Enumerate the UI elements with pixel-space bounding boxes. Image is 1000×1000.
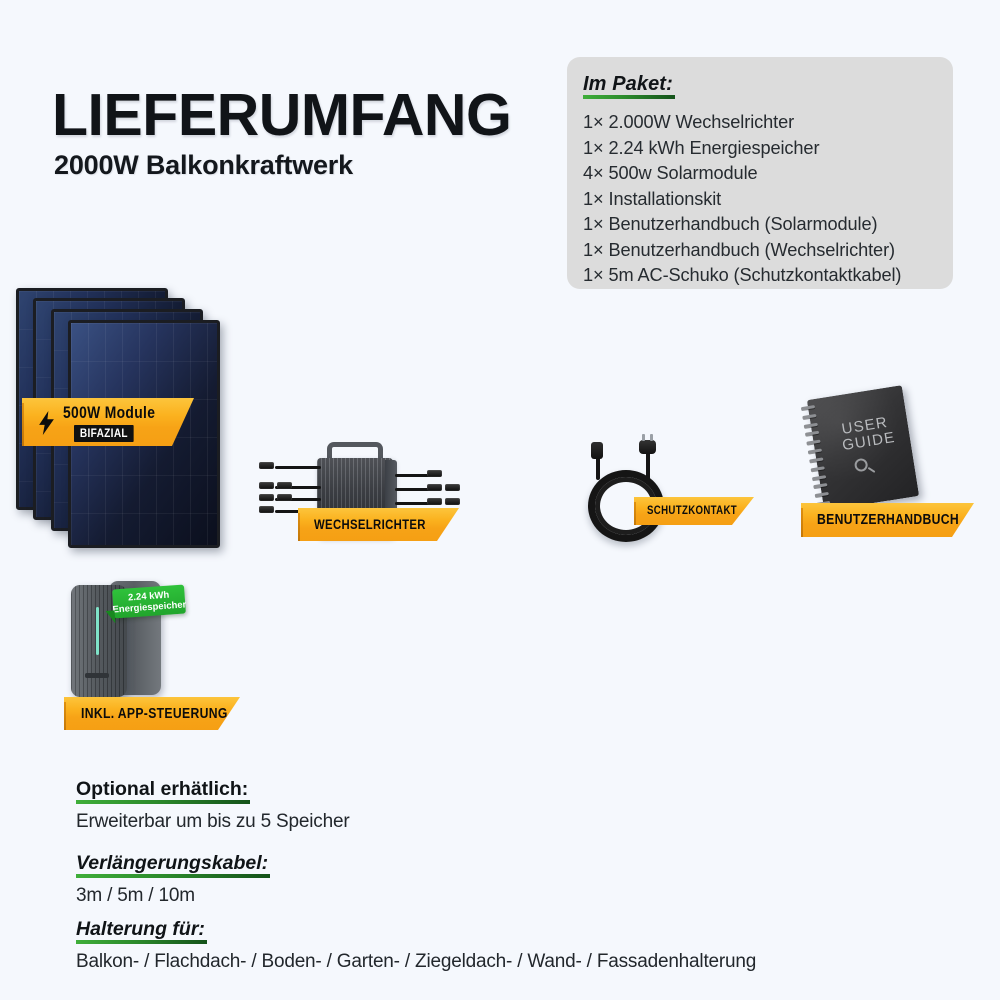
mc4-connector-icon bbox=[259, 482, 274, 489]
spiral-ring bbox=[809, 457, 824, 463]
spiral-binding bbox=[800, 405, 831, 506]
spiral-ring bbox=[803, 422, 818, 428]
list-item: 1× 2.24 kWh Energiespeicher bbox=[583, 137, 820, 158]
solar-panel-ribbon-sublabel: BIFAZIAL bbox=[74, 425, 134, 442]
lightning-bolt-icon bbox=[38, 411, 55, 435]
extension-cable-heading: Verlängerungskabel: bbox=[76, 852, 271, 878]
mc4-connector-icon bbox=[259, 506, 274, 513]
spiral-ring bbox=[807, 448, 823, 454]
inverter-cable bbox=[395, 488, 439, 491]
inverter-cable bbox=[395, 502, 439, 505]
mounting-section: Halterung für: Balkon- / Flachdach- / Bo… bbox=[76, 918, 756, 973]
notebook-cover: USER GUIDE bbox=[800, 385, 920, 511]
plug-prong bbox=[650, 434, 653, 441]
optional-section: Optional erhätlich: Erweiterbar um bis z… bbox=[76, 778, 350, 833]
mounting-heading: Halterung für: bbox=[76, 918, 207, 944]
cable-lead bbox=[596, 456, 600, 480]
battery-ribbon-label: INKL. APP-STEUERUNG bbox=[81, 705, 228, 722]
inverter-cable bbox=[395, 474, 439, 477]
page-title: LIEFERUMFANG bbox=[52, 82, 512, 148]
battery-led-indicator bbox=[96, 607, 99, 655]
plug-prong bbox=[642, 434, 645, 441]
optional-section-body: Erweiterbar um bis zu 5 Speicher bbox=[76, 811, 350, 832]
cable-ribbon: SCHUTZKONTAKT bbox=[634, 497, 754, 525]
inverter-cable bbox=[275, 486, 321, 489]
battery-ribbon: INKL. APP-STEUERUNG bbox=[64, 697, 240, 730]
spiral-ring bbox=[811, 474, 827, 480]
list-item: 1× Installationskit bbox=[583, 188, 722, 209]
battery-storage-image: 2.24 kWh Energiespeicher bbox=[65, 575, 200, 710]
spiral-ring bbox=[804, 431, 820, 437]
solar-panel-ribbon-label: 500W Module bbox=[63, 404, 156, 422]
optional-section-heading: Optional erhätlich: bbox=[76, 778, 251, 804]
extension-cable-section: Verlängerungskabel: 3m / 5m / 10m bbox=[76, 852, 271, 907]
inverter-ribbon-label: WECHSELRICHTER bbox=[314, 517, 426, 532]
package-contents-list: 1× 2.000W Wechselrichter 1× 2.24 kWh Ene… bbox=[583, 110, 935, 289]
iec-plug-icon bbox=[591, 442, 603, 459]
solar-panel-ribbon: 500W Module BIFAZIAL bbox=[22, 398, 194, 446]
list-item: 1× 5m AC-Schuko (Schutzkontaktkabel) bbox=[583, 265, 902, 285]
cable-lead bbox=[646, 452, 650, 484]
package-contents-heading: Im Paket: bbox=[583, 73, 675, 103]
mc4-connector-icon bbox=[259, 494, 274, 501]
battery-badge-line2: Energiespeicher bbox=[112, 598, 187, 616]
mc4-connector-icon bbox=[427, 498, 442, 505]
spiral-ring bbox=[802, 413, 817, 419]
schuko-plug-icon bbox=[639, 434, 656, 454]
inverter-handle bbox=[327, 442, 383, 462]
mc4-connector-icon bbox=[277, 494, 292, 501]
spiral-ring bbox=[810, 465, 825, 472]
manual-ribbon: BENUTZERHANDBUCH bbox=[801, 503, 974, 537]
extension-cable-body: 3m / 5m / 10m bbox=[76, 885, 195, 906]
page-subtitle: 2000W Balkonkraftwerk bbox=[54, 150, 353, 180]
inverter-cable bbox=[275, 498, 321, 501]
list-item: 1× 2.000W Wechselrichter bbox=[583, 112, 795, 132]
package-contents-box: Im Paket: 1× 2.000W Wechselrichter 1× 2.… bbox=[567, 57, 953, 289]
inverter-cable bbox=[275, 466, 321, 469]
cable-ribbon-label: SCHUTZKONTAKT bbox=[647, 505, 738, 517]
mc4-connector-icon bbox=[259, 462, 274, 469]
spiral-ring bbox=[814, 492, 829, 498]
mc4-connector-icon bbox=[427, 484, 442, 491]
mc4-connector-icon bbox=[445, 484, 460, 491]
list-item: 1× Benutzerhandbuch (Solarmodule) bbox=[583, 214, 878, 234]
magnifier-icon bbox=[853, 457, 869, 473]
list-item: 1× Benutzerhandbuch (Wechselrichter) bbox=[583, 239, 895, 260]
spiral-ring bbox=[800, 405, 816, 411]
battery-vent-slot bbox=[85, 673, 109, 678]
ribbon-tail bbox=[51, 702, 66, 744]
spiral-ring bbox=[806, 439, 821, 445]
inverter-ribbon: WECHSELRICHTER bbox=[298, 508, 459, 541]
battery-capacity-badge: 2.24 kWh Energiespeicher bbox=[112, 584, 187, 619]
mc4-connector-icon bbox=[427, 470, 442, 477]
power-cable-image bbox=[570, 432, 720, 547]
mc4-connector-icon bbox=[445, 498, 460, 505]
list-item: 4× 500w Solarmodule bbox=[583, 163, 758, 183]
mounting-body: Balkon- / Flachdach- / Boden- / Garten- … bbox=[76, 951, 757, 972]
mc4-connector-icon bbox=[277, 482, 292, 489]
spiral-ring bbox=[813, 483, 828, 489]
manual-ribbon-label: BENUTZERHANDBUCH bbox=[817, 512, 960, 528]
